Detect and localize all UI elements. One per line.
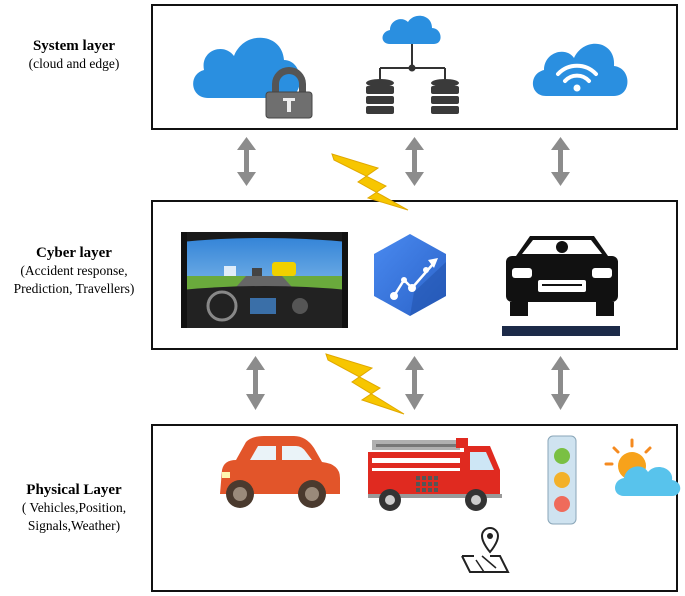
physical-layer-subtitle-line1: ( Vehicles,Position, bbox=[21, 500, 127, 515]
cloud-lock-icon bbox=[193, 37, 313, 119]
lightning-icon bbox=[331, 153, 409, 211]
system-layer-label: System layer (cloud and edge) bbox=[0, 38, 148, 73]
physical-layer-title: Physical Layer bbox=[26, 482, 122, 498]
prediction-hexagon-icon bbox=[374, 234, 446, 316]
cyber-layer-subtitle-line1: (Accident response, bbox=[20, 263, 128, 278]
cyber-layer-title: Cyber layer bbox=[36, 245, 112, 261]
cyber-layer-subtitle-line2: Prediction, Travellers) bbox=[13, 281, 135, 296]
double-arrow-icon bbox=[551, 356, 570, 410]
fire-truck-icon bbox=[368, 438, 502, 511]
lightning-icon bbox=[325, 353, 405, 415]
dashboard-view-image bbox=[181, 232, 348, 328]
system-layer-subtitle: (cloud and edge) bbox=[28, 56, 120, 71]
map-pin-icon bbox=[461, 527, 510, 573]
system-layer-title: System layer bbox=[32, 38, 116, 54]
weather-sun-cloud-icon bbox=[604, 438, 681, 496]
driver-car-icon bbox=[502, 226, 620, 336]
cloud-database-network-icon bbox=[366, 15, 459, 114]
double-arrow-icon bbox=[405, 137, 424, 186]
traffic-light-icon bbox=[547, 435, 577, 525]
cyber-layer-label: Cyber layer (Accident response, Predicti… bbox=[0, 245, 148, 298]
double-arrow-icon bbox=[246, 356, 265, 410]
cloud-wifi-icon bbox=[532, 43, 628, 96]
car-icon bbox=[220, 436, 340, 508]
double-arrow-icon bbox=[405, 356, 424, 410]
physical-layer-label: Physical Layer ( Vehicles,Position, Sign… bbox=[0, 482, 148, 535]
physical-layer-subtitle-line2: Signals,Weather) bbox=[27, 518, 121, 533]
double-arrow-icon bbox=[551, 137, 570, 186]
double-arrow-icon bbox=[237, 137, 256, 186]
